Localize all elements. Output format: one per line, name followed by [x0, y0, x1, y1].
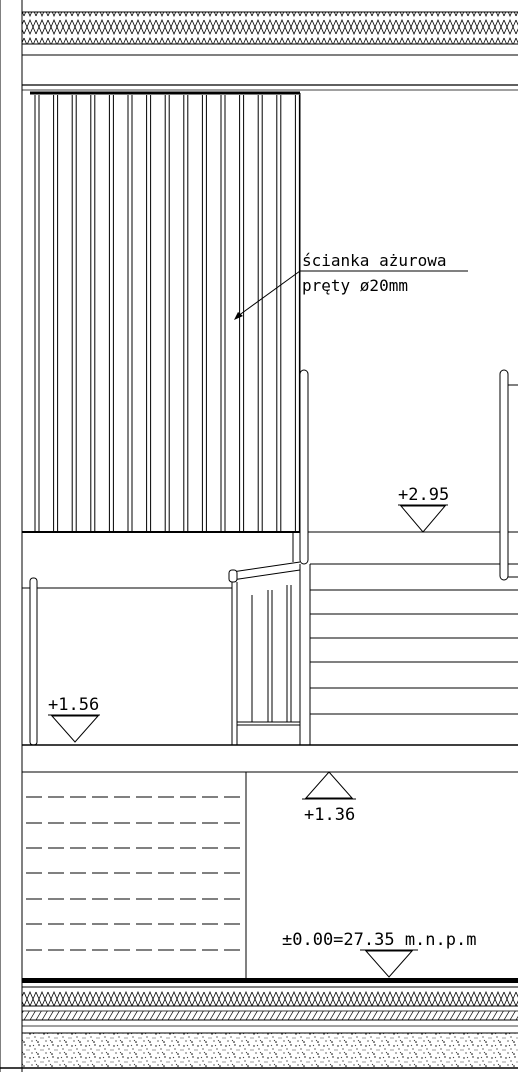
level-marker-1-36: +1.36: [302, 771, 356, 825]
level-label-1-36: +1.36: [304, 805, 355, 825]
drawing-frame: [0, 0, 23, 1072]
left-landing: [22, 577, 518, 773]
stair-railing: [228, 561, 301, 745]
level-marker-2-95: +2.95: [398, 485, 449, 533]
level-label-1-56: +1.56: [48, 695, 99, 715]
annotation-line-2: pręty ø20mm: [302, 276, 408, 295]
level-label-2-95: +2.95: [398, 485, 449, 505]
wall-annotation: ścianka ażurowa pręty ø20mm: [234, 251, 468, 320]
top-slab: [22, 11, 518, 91]
level-marker-0-00: ±0.00=27.35 m.n.p.m: [282, 930, 476, 978]
annotation-line-1: ścianka ażurowa: [302, 251, 447, 270]
stair: [292, 532, 518, 745]
level-marker-1-56: +1.56: [48, 695, 100, 743]
openwork-wall-bars: [34, 95, 300, 532]
upper-landing: [299, 369, 518, 581]
level-label-0-00: ±0.00=27.35 m.n.p.m: [282, 930, 476, 950]
floor-layers: [0, 978, 518, 1069]
lower-block: [26, 772, 247, 978]
